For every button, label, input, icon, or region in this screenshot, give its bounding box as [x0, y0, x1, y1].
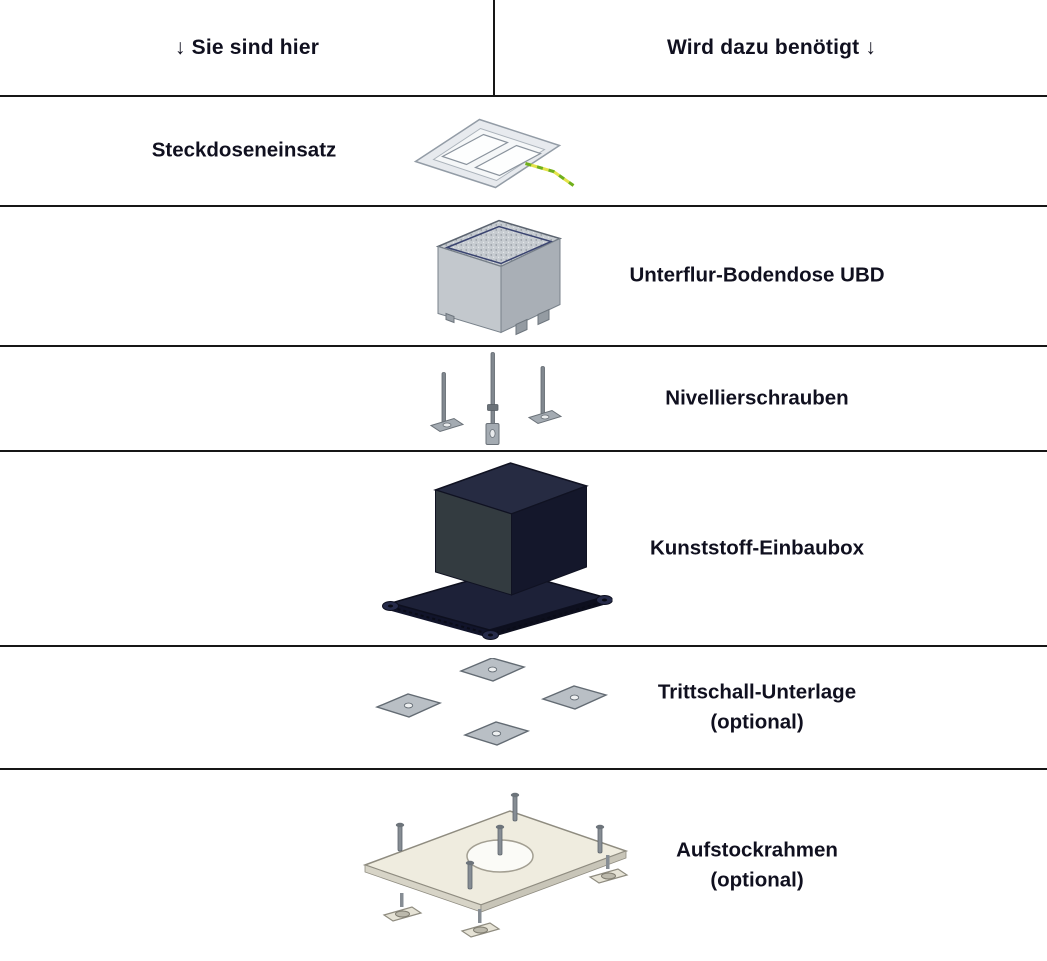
- row-label-line2: (optional): [710, 710, 804, 734]
- table-header: ↓ Sie sind hier Wird dazu benötigt ↓: [0, 0, 1047, 95]
- table-row-raising-frame: Aufstockrahmen (optional): [0, 768, 1047, 961]
- row-label-line1: Aufstockrahmen: [676, 837, 838, 861]
- table-row-socket-insert: Steckdoseneinsatz: [0, 95, 1047, 205]
- row-label: Nivellierschrauben: [665, 386, 849, 410]
- table-row-impact-sound-pads: Trittschall-Unterlage (optional): [0, 645, 1047, 768]
- row-label: Aufstockrahmen (optional): [599, 835, 915, 897]
- table-row-plastic-installation-box: Kunststoff-Einbaubox: [0, 450, 1047, 645]
- header-column-divider: [493, 0, 495, 95]
- underfloor-box-icon: [420, 209, 570, 344]
- row-label: Kunststoff-Einbaubox: [649, 536, 865, 560]
- header-left-label: ↓ Sie sind hier: [174, 35, 320, 59]
- table-row-levelling-screws: Nivellierschrauben: [0, 345, 1047, 450]
- row-label: Trittschall-Unterlage (optional): [599, 677, 915, 739]
- row-label: Steckdoseneinsatz: [151, 138, 337, 162]
- table-row-underfloor-box: Unterflur-Bodendose UBD: [0, 205, 1047, 345]
- raising-frame-icon: [350, 781, 640, 951]
- levelling-screws-icon: [425, 346, 565, 451]
- row-label: Unterflur-Bodendose UBD: [629, 263, 885, 287]
- header-right-label: Wird dazu benötigt ↓: [666, 35, 877, 59]
- row-label-line2: (optional): [710, 868, 804, 892]
- impact-sound-pads-icon: [375, 656, 615, 758]
- socket-insert-icon: [408, 104, 583, 199]
- row-label-line1: Trittschall-Unterlage: [657, 679, 857, 703]
- plastic-installation-box-icon: [378, 454, 613, 644]
